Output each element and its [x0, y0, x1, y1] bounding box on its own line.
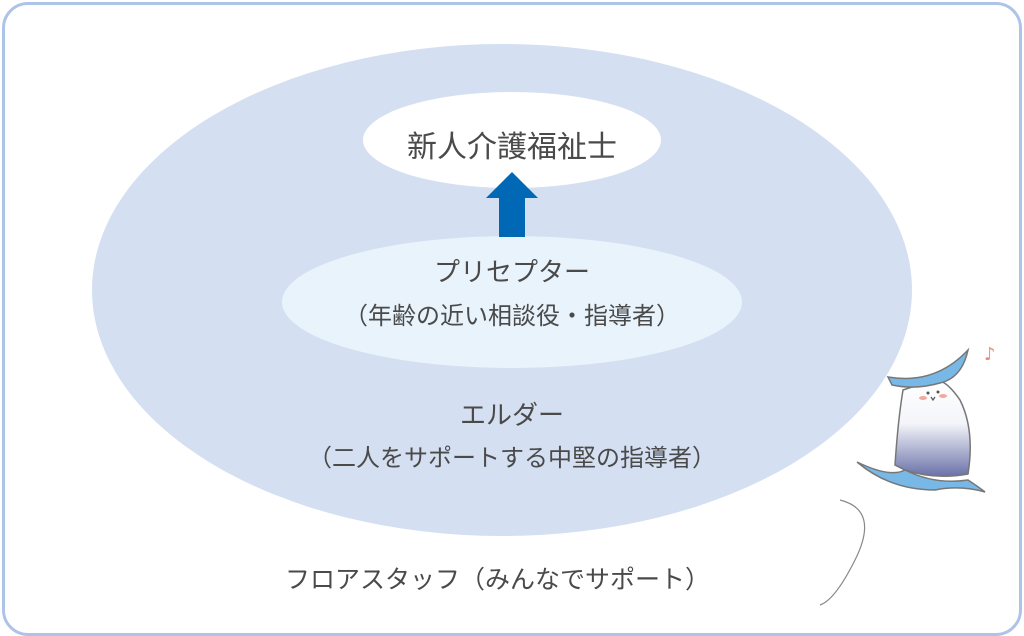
- up-arrow-icon: [486, 172, 538, 237]
- floor-staff-label: フロアスタッフ（みんなでサポート）: [285, 565, 711, 594]
- new-care-worker-label: 新人介護福祉士: [407, 130, 617, 165]
- elder-subtitle: （二人をサポートする中堅の指導者）: [308, 444, 716, 472]
- music-note-icon: ♪: [984, 344, 996, 365]
- mascot-character: ♪: [819, 344, 996, 606]
- new-staff-ellipse: [363, 92, 661, 188]
- preceptor-ellipse: [282, 236, 742, 368]
- elder-title: エルダー: [459, 401, 564, 431]
- preceptor-title: プリセプター: [433, 258, 590, 288]
- preceptor-subtitle: （年齢の近い相談役・指導者）: [344, 302, 680, 330]
